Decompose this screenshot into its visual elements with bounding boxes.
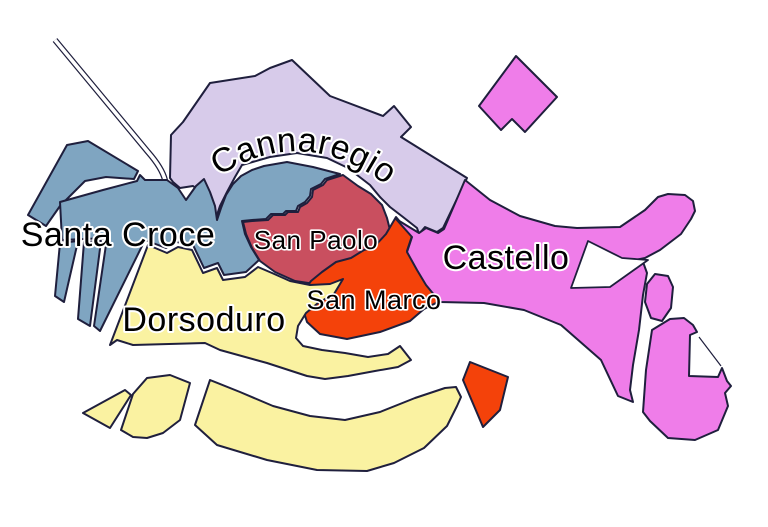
label-san-marco: San Marco xyxy=(306,285,441,315)
santa-croce-pier-east[interactable] xyxy=(77,240,102,327)
label-santa-croce: Santa Croce xyxy=(21,216,216,254)
island-san-giorgio[interactable] xyxy=(462,361,509,428)
label-castello: Castello xyxy=(443,239,570,277)
breakwater-line xyxy=(698,336,722,367)
island-giudecca[interactable] xyxy=(194,379,462,472)
label-san-paolo: San Paolo xyxy=(254,225,378,255)
arsenale-basin xyxy=(570,240,649,289)
island-sant-elena[interactable] xyxy=(642,317,732,441)
region-santa-croce-hook[interactable] xyxy=(27,140,139,227)
island-sacca-fisola[interactable] xyxy=(120,374,191,439)
region-dorsoduro[interactable] xyxy=(109,244,412,380)
label-dorsoduro: Dorsoduro xyxy=(122,301,285,339)
island-castello-small[interactable] xyxy=(644,273,674,322)
santa-croce-pier-west[interactable] xyxy=(54,240,79,303)
island-san-michele[interactable] xyxy=(478,55,558,133)
island-giudecca-triangle[interactable] xyxy=(82,389,132,429)
region-santa-croce[interactable] xyxy=(59,161,341,332)
region-castello[interactable] xyxy=(395,179,696,403)
